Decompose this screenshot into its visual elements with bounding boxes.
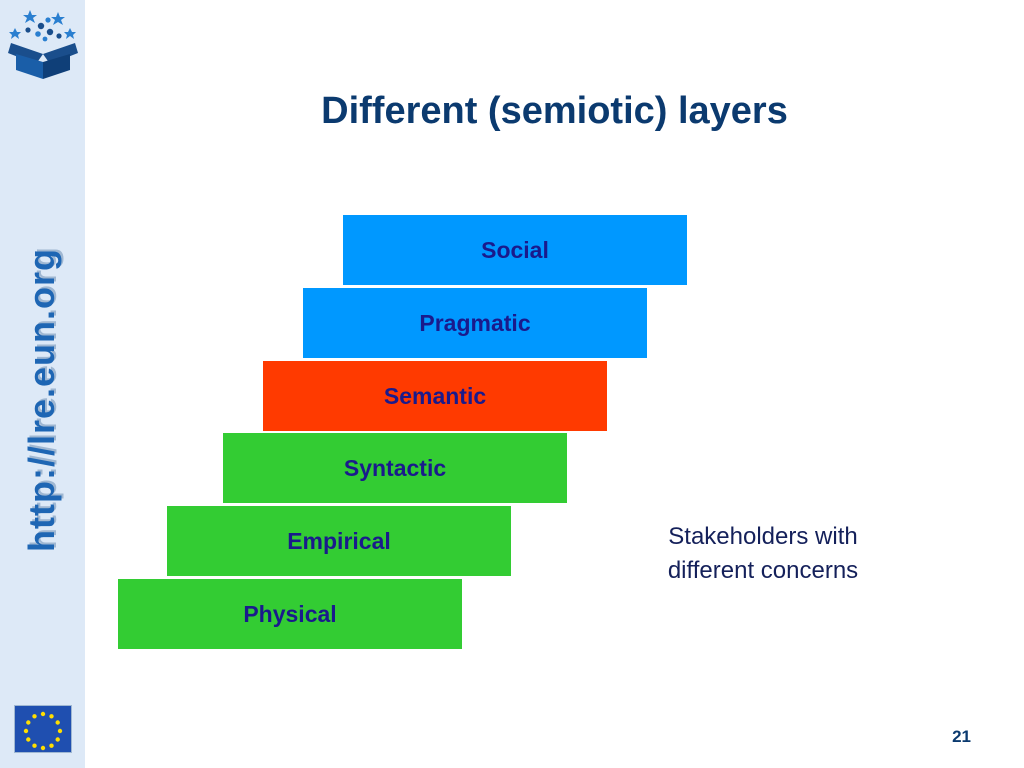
layer-syntactic: Syntactic (222, 432, 568, 504)
note-line: Stakeholders with (668, 523, 858, 550)
layer-pragmatic: Pragmatic (302, 287, 648, 359)
lre-logo-icon (8, 10, 78, 79)
page-number: 21 (952, 727, 971, 746)
layer-label: Social (481, 236, 549, 263)
layer-physical: Physical (117, 578, 463, 650)
layer-social: Social (342, 214, 688, 286)
site-url: http://lre.eun.org (21, 248, 62, 552)
eu-flag-icon (14, 705, 72, 753)
layer-empirical: Empirical (166, 505, 512, 577)
sidebar: http://lre.eun.org (0, 0, 85, 768)
layer-label: Syntactic (343, 454, 447, 481)
layer-label: Pragmatic (419, 309, 531, 336)
layer-label: Physical (243, 600, 337, 627)
slide-title: Different (semiotic) layers (321, 90, 788, 132)
layer-label: Semantic (383, 382, 487, 409)
layer-label: Empirical (287, 527, 391, 554)
note-line: different concerns (667, 557, 859, 584)
stakeholders-note: Stakeholders with different concerns (620, 520, 906, 588)
layer-semantic: Semantic (262, 360, 608, 432)
